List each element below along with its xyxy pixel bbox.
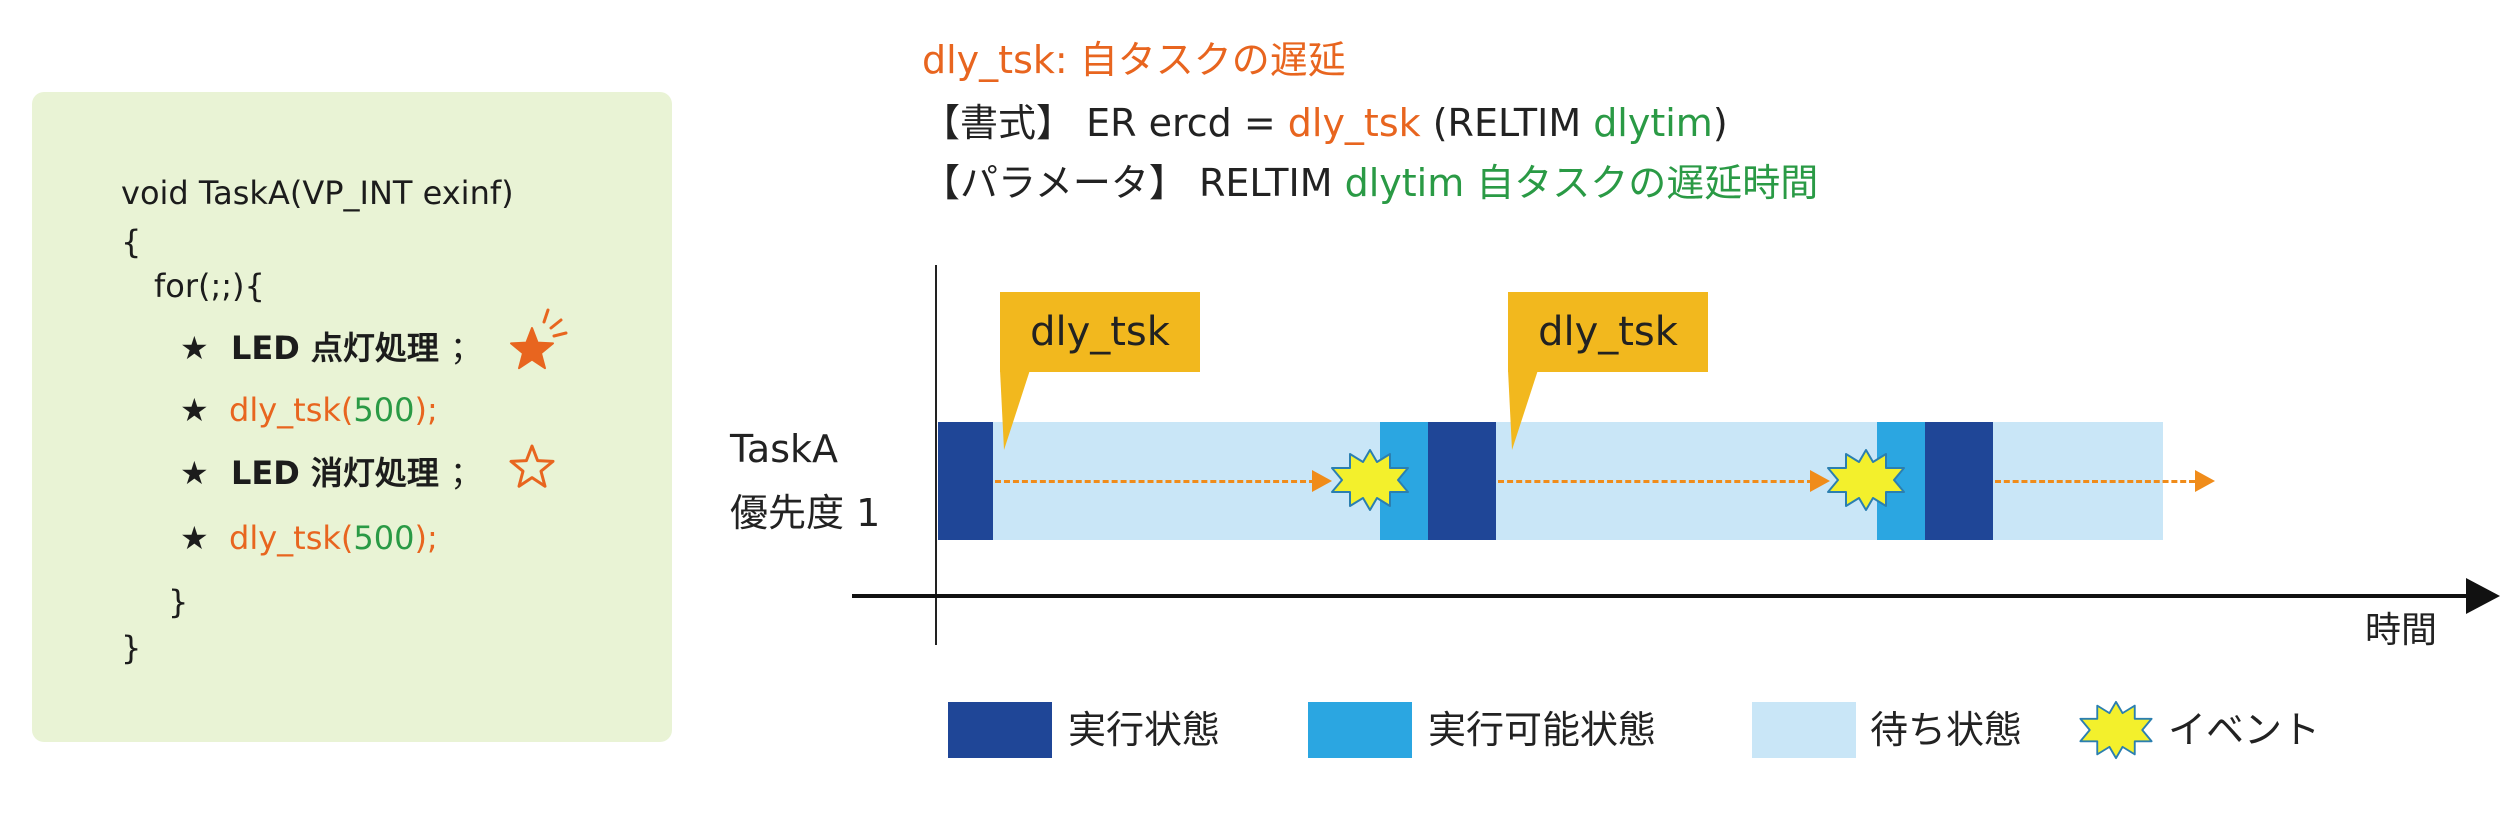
dly-func-name: dly_tsk( bbox=[229, 391, 354, 429]
legend-swatch-running bbox=[948, 702, 1052, 758]
format-arg: dlytim bbox=[1593, 101, 1713, 145]
delay-dashed-line-2 bbox=[1498, 480, 1813, 483]
code-line-dly-1: ★ dly_tsk(500); bbox=[180, 390, 438, 430]
legend-label-ready: 実行可能状態 bbox=[1428, 708, 1657, 752]
running-segment-2 bbox=[1428, 422, 1496, 540]
code-line-led-on: ★ LED 点灯処理 ； bbox=[180, 328, 482, 368]
callout-tail-1 bbox=[1000, 370, 1030, 450]
code-line-close-outer: } bbox=[121, 629, 142, 667]
dly-arg: 500 bbox=[353, 519, 415, 557]
code-line-signature: void TaskA(VP_INT exinf) bbox=[121, 174, 514, 212]
header-format: 【書式】 ER ercd = dly_tsk (RELTIM dlytim) bbox=[922, 98, 1728, 148]
task-priority-label: 優先度 1 bbox=[730, 491, 881, 535]
bullet-star: ★ bbox=[180, 329, 209, 367]
delay-arrowhead-1-icon bbox=[1312, 470, 1332, 492]
running-segment-1 bbox=[938, 422, 993, 540]
delay-dashed-line-3 bbox=[1995, 480, 2195, 483]
legend-label-waiting: 待ち状態 bbox=[1870, 708, 2023, 752]
running-segment-3 bbox=[1925, 422, 1993, 540]
callout-dly-tsk-2: dly_tsk bbox=[1508, 292, 1708, 372]
param-prefix: 【パラメータ】 RELTIM bbox=[922, 161, 1345, 205]
code-line-for: for(;;){ bbox=[154, 267, 265, 305]
format-prefix: 【書式】 ER ercd = bbox=[922, 101, 1288, 145]
bullet-star: ★ bbox=[180, 519, 209, 557]
event-burst-2-icon bbox=[1827, 449, 1905, 511]
legend-swatch-waiting bbox=[1752, 702, 1856, 758]
delay-arrowhead-3-icon bbox=[2195, 470, 2215, 492]
semicolon: ； bbox=[450, 329, 483, 367]
task-name-label: TaskA bbox=[730, 427, 839, 471]
legend-event-burst-icon bbox=[2079, 700, 2153, 760]
time-axis-arrow-icon bbox=[2466, 578, 2500, 614]
code-line-close-inner: } bbox=[168, 583, 189, 621]
code-line-open-brace: { bbox=[121, 223, 142, 261]
dly-func-name: dly_tsk( bbox=[229, 519, 354, 557]
dly-end: ); bbox=[414, 391, 438, 429]
semicolon: ； bbox=[450, 454, 483, 492]
legend-label-running: 実行状態 bbox=[1068, 708, 1221, 752]
event-burst-1-icon bbox=[1331, 449, 1409, 511]
dly-arg: 500 bbox=[353, 391, 415, 429]
bullet-star: ★ bbox=[180, 454, 209, 492]
callout-tail-2 bbox=[1508, 370, 1538, 450]
star-outline-icon bbox=[509, 444, 555, 488]
format-paren-open: (RELTIM bbox=[1420, 101, 1594, 145]
delay-arrowhead-2-icon bbox=[1810, 470, 1830, 492]
header-title: dly_tsk: 自タスクの遅延 bbox=[922, 38, 1346, 82]
format-func: dly_tsk bbox=[1287, 101, 1421, 145]
dly-end: ); bbox=[414, 519, 438, 557]
vertical-axis bbox=[935, 265, 937, 645]
star-filled-icon bbox=[510, 308, 568, 370]
format-paren-close: ) bbox=[1712, 101, 1728, 145]
time-axis bbox=[852, 594, 2472, 598]
bullet-star: ★ bbox=[180, 391, 209, 429]
callout-dly-tsk-1: dly_tsk bbox=[1000, 292, 1200, 372]
delay-dashed-line-1 bbox=[995, 480, 1315, 483]
led-off-text: LED 消灯処理 bbox=[230, 454, 439, 492]
param-desc: dlytim 自タスクの遅延時間 bbox=[1344, 161, 1819, 205]
code-line-dly-2: ★ dly_tsk(500); bbox=[180, 518, 438, 558]
legend-label-event: イベント bbox=[2168, 708, 2321, 752]
code-panel bbox=[32, 92, 672, 742]
led-on-text: LED 点灯処理 bbox=[230, 329, 439, 367]
code-line-led-off: ★ LED 消灯処理 ； bbox=[180, 453, 482, 493]
time-axis-label: 時間 bbox=[2365, 610, 2438, 651]
header-param: 【パラメータ】 RELTIM dlytim 自タスクの遅延時間 bbox=[922, 158, 1818, 208]
legend-swatch-ready bbox=[1308, 702, 1412, 758]
